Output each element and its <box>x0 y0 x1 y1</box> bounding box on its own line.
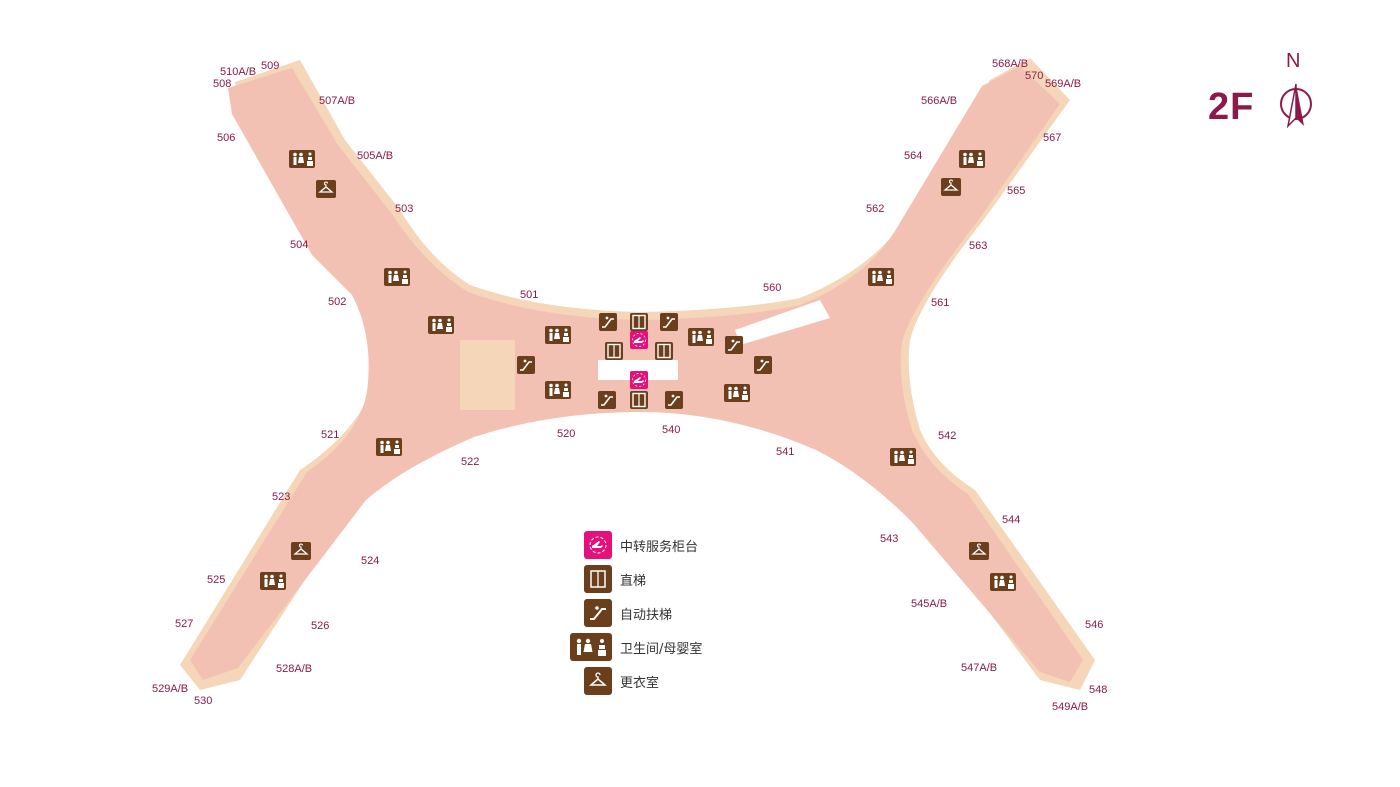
legend-item: 自动扶梯 <box>584 596 702 630</box>
gate-labels: 508 510A/B 509 507A/B 506 505A/B 503 504… <box>152 58 1107 713</box>
elevator-icon <box>584 565 612 593</box>
gate-label[interactable]: 506 <box>217 132 235 144</box>
gate-label[interactable]: 547A/B <box>961 662 997 674</box>
gate-label[interactable]: 528A/B <box>276 663 312 675</box>
gate-label[interactable]: 502 <box>328 296 346 308</box>
gate-label[interactable]: 542 <box>938 430 956 442</box>
gate-label[interactable]: 564 <box>904 150 922 162</box>
gate-label[interactable]: 569A/B <box>1045 78 1081 90</box>
legend-item: 卫生间/母婴室 <box>570 630 703 664</box>
transfer-counter-icon <box>584 531 612 559</box>
map-legend: 中转服务柜台 直梯 自动扶梯 卫生间/母婴室 更衣室 <box>570 528 703 698</box>
gate-label[interactable]: 549A/B <box>1052 701 1088 713</box>
gate-label[interactable]: 524 <box>361 555 379 567</box>
compass-icon <box>1280 83 1312 129</box>
atrium-void <box>460 340 515 410</box>
gate-label[interactable]: 543 <box>880 533 898 545</box>
gate-label[interactable]: 509 <box>261 60 279 72</box>
legend-item: 更衣室 <box>584 664 702 698</box>
gate-label[interactable]: 546 <box>1085 619 1103 631</box>
gate-label[interactable]: 527 <box>175 618 193 630</box>
gate-label[interactable]: 501 <box>520 289 538 301</box>
central-void <box>598 360 678 380</box>
gate-label[interactable]: 562 <box>866 203 884 215</box>
gate-label[interactable]: 507A/B <box>319 95 355 107</box>
gate-label[interactable]: 548 <box>1089 684 1107 696</box>
changing-room-icon <box>584 667 612 695</box>
gate-label[interactable]: 560 <box>763 282 781 294</box>
gate-label[interactable]: 520 <box>557 428 575 440</box>
gate-label[interactable]: 505A/B <box>357 150 393 162</box>
gate-label[interactable]: 568A/B <box>992 58 1028 70</box>
legend-item: 中转服务柜台 <box>584 528 702 562</box>
gate-label[interactable]: 529A/B <box>152 683 188 695</box>
gate-label[interactable]: 504 <box>290 239 308 251</box>
gate-label[interactable]: 567 <box>1043 132 1061 144</box>
gate-label[interactable]: 540 <box>662 424 680 436</box>
legend-label: 直梯 <box>620 573 647 589</box>
floor-label: 2F <box>1208 86 1255 128</box>
gate-label[interactable]: 526 <box>311 620 329 632</box>
gate-label[interactable]: 530 <box>194 695 212 707</box>
restroom-nursing-icon <box>570 633 612 661</box>
legend-label: 中转服务柜台 <box>620 539 699 555</box>
gate-label[interactable]: 570 <box>1025 70 1043 82</box>
gate-label[interactable]: 521 <box>321 429 339 441</box>
north-label: N <box>1286 50 1301 72</box>
gate-label[interactable]: 563 <box>969 240 987 252</box>
gate-label[interactable]: 523 <box>272 491 290 503</box>
gate-label[interactable]: 522 <box>461 456 479 468</box>
legend-label: 更衣室 <box>620 675 660 691</box>
gate-label[interactable]: 545A/B <box>911 598 947 610</box>
legend-item: 直梯 <box>584 562 702 596</box>
gate-label[interactable]: 566A/B <box>921 95 957 107</box>
gate-label[interactable]: 561 <box>931 297 949 309</box>
gate-label[interactable]: 541 <box>776 446 794 458</box>
legend-label: 卫生间/母婴室 <box>620 641 703 657</box>
gate-label[interactable]: 508 <box>213 78 231 90</box>
gate-label[interactable]: 565 <box>1007 185 1025 197</box>
gate-label[interactable]: 544 <box>1002 514 1020 526</box>
gate-label[interactable]: 510A/B <box>220 66 256 78</box>
legend-label: 自动扶梯 <box>620 607 673 623</box>
escalator-icon <box>584 599 612 627</box>
gate-label[interactable]: 503 <box>395 203 413 215</box>
skylight-void <box>735 300 830 345</box>
gate-label[interactable]: 525 <box>207 574 225 586</box>
